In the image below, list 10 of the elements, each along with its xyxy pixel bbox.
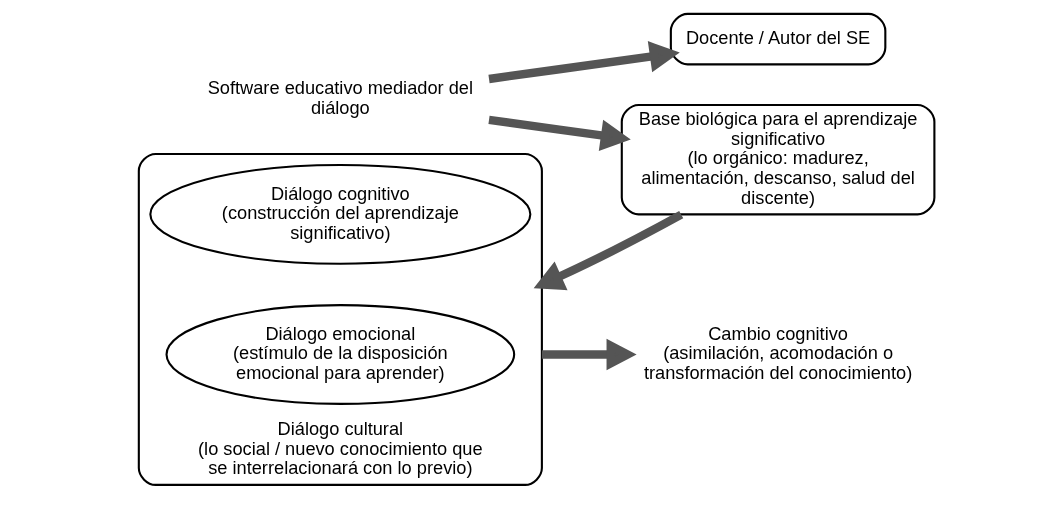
- node-ellipse: Diálogo emocional (estímulo de la disposición emocional para aprender): [165, 304, 516, 405]
- node-box: Docente / Autor del SE: [669, 12, 887, 66]
- node-text: Software educativo mediador del diálogo: [207, 78, 474, 118]
- arrow: [488, 115, 631, 151]
- arrow: [488, 41, 680, 84]
- arrow: [541, 338, 637, 371]
- arrow: [533, 210, 684, 291]
- node-ellipse: Diálogo cognitivo (construcción del aprendizaje significativo): [149, 163, 532, 265]
- node-box: Base biológica para el aprendizaje significativo (lo orgánico: madurez, alimentación, descanso, salud del discente): [620, 103, 936, 216]
- node-text: Cambio cognitivo (asimilación, acomodación o transformación del conocimiento): [643, 323, 913, 383]
